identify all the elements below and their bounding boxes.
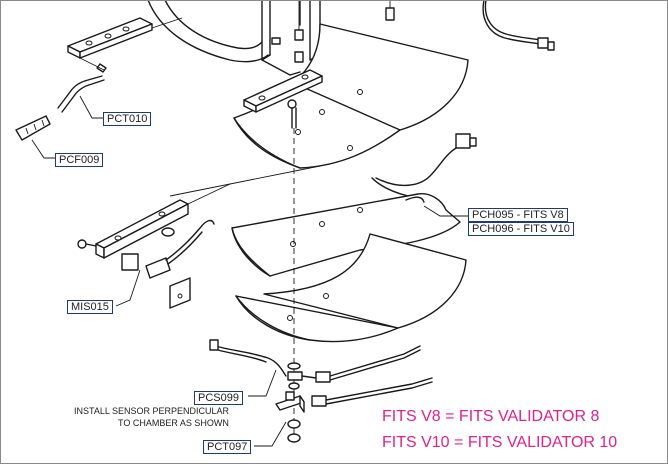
- mounting-rail: [95, 165, 321, 259]
- callout-pch096: PCH096 - FITS V10: [468, 222, 574, 236]
- left-screw: [77, 239, 97, 249]
- callout-pct010: PCT010: [103, 112, 152, 126]
- callout-pcs099: PCS099: [194, 391, 243, 405]
- nut-stack: [287, 362, 301, 443]
- sensor-cable: [209, 339, 317, 381]
- top-bracket: [67, 17, 153, 59]
- installation-note-line1: INSTALL SENSOR PERPENDICULAR: [74, 406, 230, 416]
- top-right-cable: [482, 0, 555, 51]
- callout-pch095: PCH095 - FITS V8: [468, 208, 568, 222]
- leader-pct097: [254, 421, 287, 447]
- bent-rod-edge: [61, 79, 105, 113]
- upper-heater-shell: [233, 23, 469, 169]
- bent-rod: [57, 75, 103, 109]
- leader-pct010: [79, 95, 104, 119]
- leader-line: [151, 17, 183, 29]
- plate-wire: [371, 177, 409, 197]
- small-screw: [96, 63, 107, 73]
- nut: [161, 227, 175, 237]
- callout-mis015: MIS015: [67, 300, 113, 314]
- callout-pcf009: PCF009: [55, 153, 104, 167]
- leader-pcf009: [31, 139, 56, 159]
- switch-assembly: [121, 219, 215, 309]
- terminal-wires: [311, 345, 433, 407]
- leader-mis015: [115, 269, 141, 307]
- sensor-bracket: [275, 391, 305, 413]
- legend-v10: FITS V10 = FITS VALIDATOR 10: [382, 434, 618, 451]
- lower-heater-shell: [235, 233, 467, 343]
- installation-note-line2: TO CHAMBER AS SHOWN: [118, 418, 229, 428]
- callout-pct097: PCT097: [203, 440, 252, 454]
- upper-heater-wire: [375, 133, 477, 186]
- legend-v8: FITS V8 = FITS VALIDATOR 8: [382, 408, 600, 425]
- leader-pch095: [423, 205, 468, 217]
- tapered-pin: [15, 115, 51, 141]
- clamp-bar: [243, 69, 323, 129]
- middle-heater-plate: [231, 193, 461, 277]
- leader-line: [79, 57, 105, 71]
- leader-pcs099: [248, 369, 277, 397]
